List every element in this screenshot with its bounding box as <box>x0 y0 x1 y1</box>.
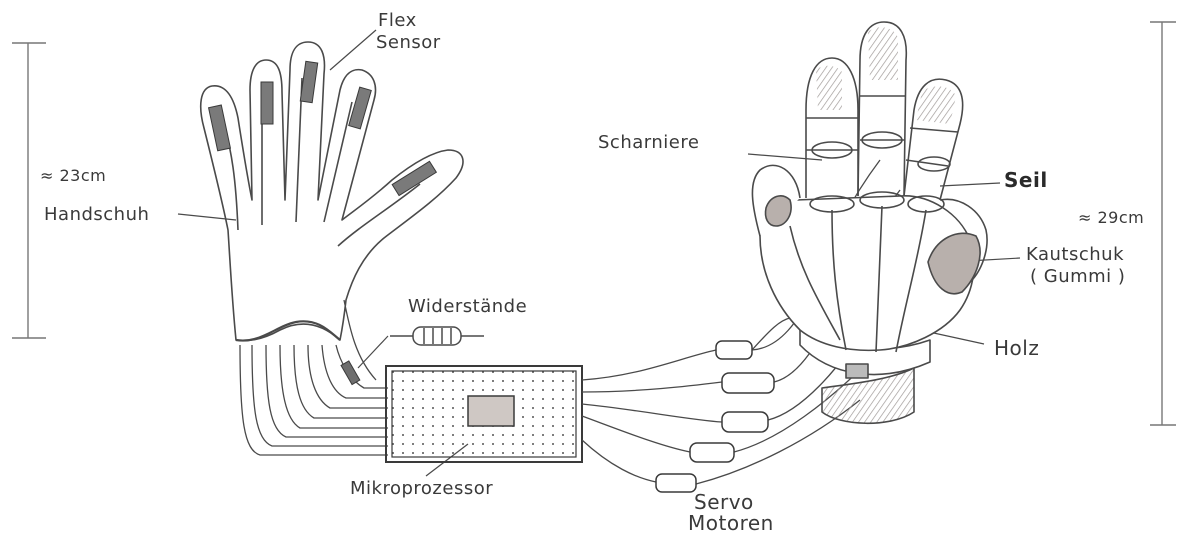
resistors-label: Widerstände <box>408 298 527 316</box>
glove-size-label: ≈ 23cm <box>40 168 106 184</box>
rubber-label-line2: ( Gummi ) <box>1030 268 1125 286</box>
hand-size-label: ≈ 29cm <box>1078 210 1144 226</box>
rope-label: Seil <box>1004 170 1048 190</box>
rubber-label-line1: Kautschuk <box>1026 246 1124 264</box>
resistor-component <box>390 327 484 345</box>
robotic-hand <box>752 22 987 423</box>
servo-label-line1: Servo <box>694 492 754 512</box>
microprocessor-label: Mikroprozessor <box>350 480 493 498</box>
servo-label-line2: Motoren <box>688 513 774 533</box>
wire-resistor <box>341 361 360 385</box>
hand-size-bar <box>1150 22 1176 425</box>
glove-size-bar <box>12 43 46 338</box>
hinges-label: Scharniere <box>598 134 699 152</box>
wood-label: Holz <box>994 338 1039 358</box>
flex-sensor-label-line1: Flex <box>378 12 417 30</box>
microprocessor-board <box>386 366 582 462</box>
flex-sensor-label-line2: Sensor <box>376 34 441 52</box>
glove-label: Handschuh <box>44 206 149 224</box>
